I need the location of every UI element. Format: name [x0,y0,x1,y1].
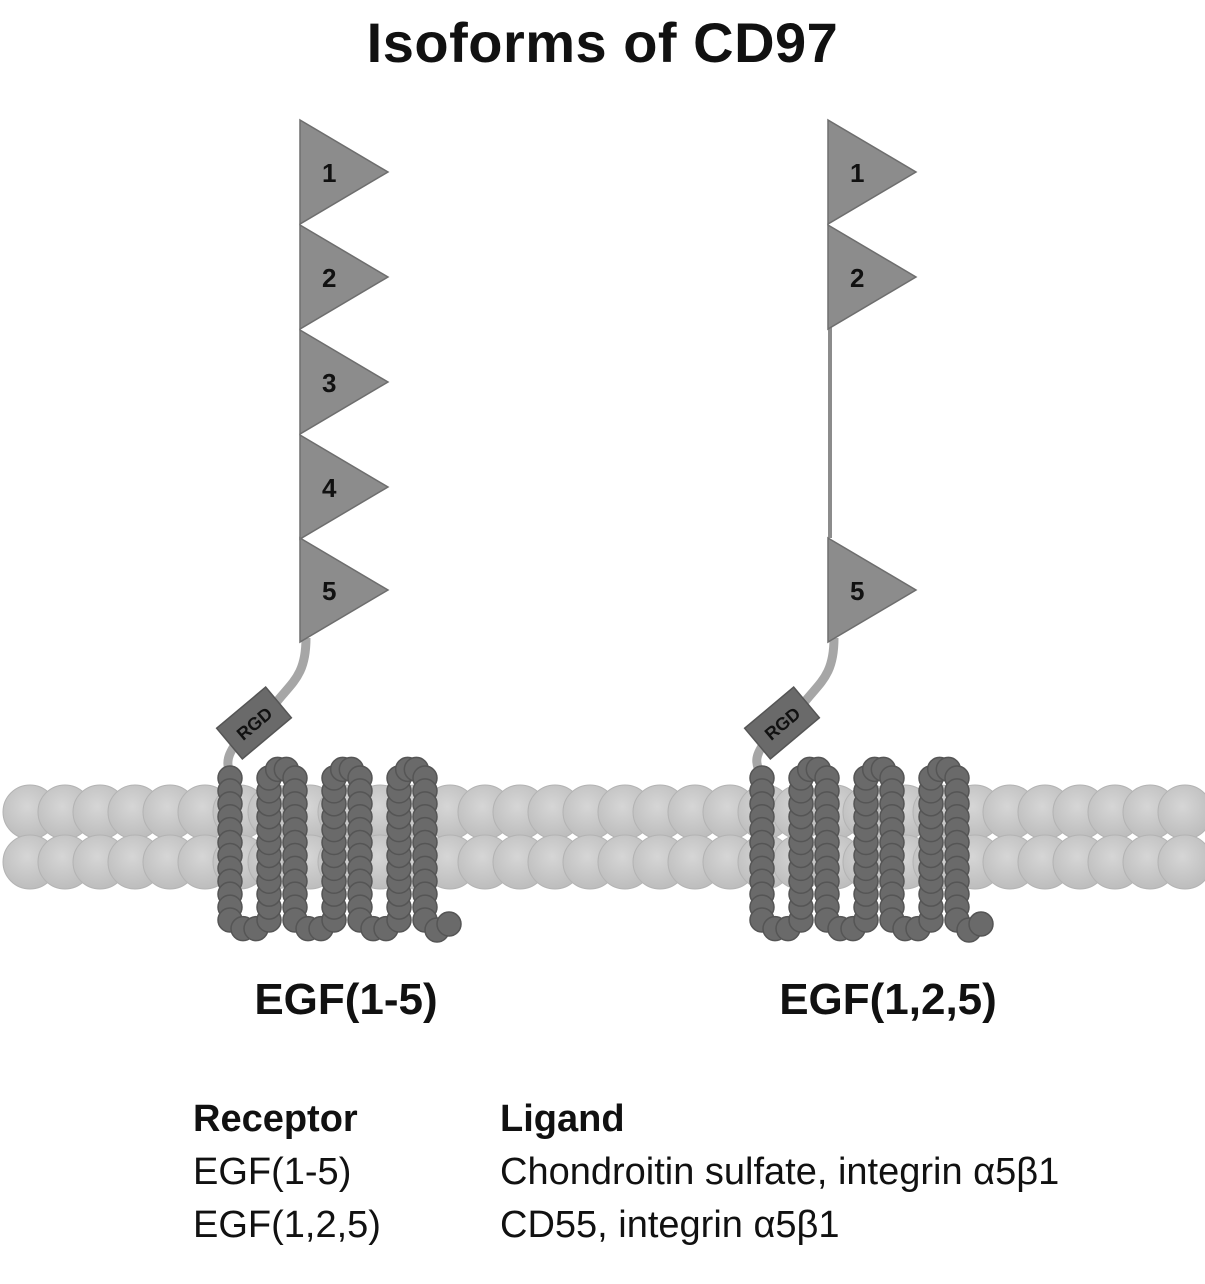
egf-domain-number: 3 [322,368,336,398]
ligand-cell: CD55, integrin α5β1 [500,1204,840,1246]
lipid-head [1157,784,1205,840]
egf-domain-number: 4 [322,473,337,503]
egf-domain [827,223,918,331]
egf-domain [299,433,390,541]
egf-domain [827,118,918,226]
isoform-label-egf-1-2-5: EGF(1,2,5) [779,975,997,1024]
header-ligand: Ligand [500,1098,625,1140]
lipid-head [1157,834,1205,890]
tm-bead [436,911,462,937]
ligand-cell: Chondroitin sulfate, integrin α5β1 [500,1151,1060,1193]
egf-domain-number: 1 [322,158,336,188]
egf-domain [299,223,390,331]
stalk-linker [268,637,311,711]
egf-domain [827,536,918,644]
header-receptor: Receptor [193,1098,358,1140]
egf-domain [299,118,390,226]
tm-bead [968,911,994,937]
receptor-cell: EGF(1,2,5) [193,1204,381,1246]
egf-domain-number: 1 [850,158,864,188]
egf-domain [299,536,390,644]
egf-domain-number: 2 [322,263,336,293]
cell-membrane [2,784,1205,890]
egf-domain-number: 5 [850,576,864,606]
egf-domain [299,328,390,436]
isoform-label-egf-1-5: EGF(1-5) [254,975,438,1024]
stalk-linker [796,637,839,711]
egf-domain-number: 5 [322,576,336,606]
receptor-cell: EGF(1-5) [193,1151,352,1193]
egf-domain-number: 2 [850,263,864,293]
diagram-title: Isoforms of CD97 [366,11,839,74]
rgd-motif: RGD [215,686,293,760]
